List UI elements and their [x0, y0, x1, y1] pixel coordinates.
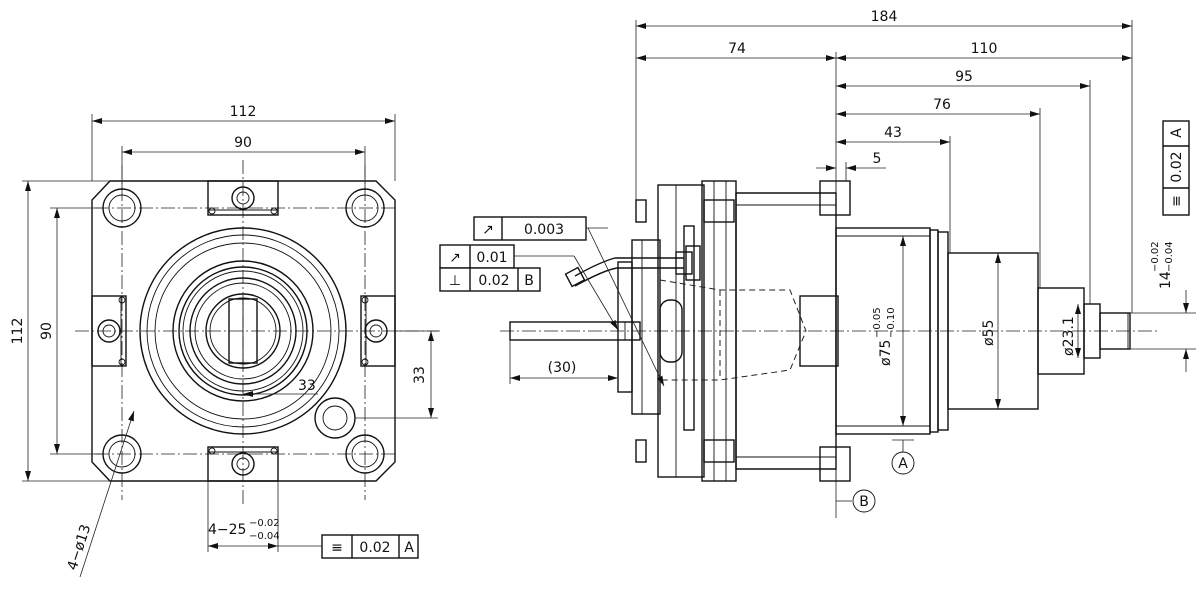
dim-dia-23: ø23.1: [1061, 304, 1081, 358]
dim-flange-to-ref: 74: [636, 41, 836, 61]
dim-ref-to-end-text: 110: [971, 41, 998, 57]
dim-key-tol-upper: −0.02: [1150, 241, 1161, 272]
dim-ref-to-end: 110: [836, 41, 1132, 61]
fcf-perpendicularity: ⊥ 0.02 B: [439, 267, 541, 292]
dim-slot-tol-upper: −0.02: [249, 518, 280, 529]
fcf-perp-symbol: ⊥: [449, 273, 461, 289]
dim-shank-length: (30): [509, 340, 618, 384]
dim-front-hole-spacing-y-text: 90: [39, 322, 55, 340]
fcf-front-symmetry-value: 0.02: [359, 540, 390, 556]
dim-front-small-offset-text: 33: [298, 378, 316, 394]
fcf-total-runout-symbol: ↗: [482, 222, 494, 238]
front-view: 112 90 112 90 33: [10, 104, 440, 578]
dim-slot-width-text: 4−25: [208, 522, 246, 538]
fcf-runout: ↗ 0.01: [439, 244, 515, 269]
fcf-key-value: 0.02: [1169, 151, 1185, 182]
dim-dia-75-tol-upper: −0.05: [872, 307, 883, 338]
clamp-slot-top: [207, 180, 279, 216]
dim-total-length-text: 184: [871, 9, 898, 25]
datum-a-label: A: [898, 456, 908, 472]
dim-key-tol-lower: −0.04: [1164, 241, 1175, 272]
dim-flange-to-ref-text: 74: [728, 41, 746, 57]
fcf-total-runout: ↗ 0.003: [473, 216, 587, 241]
dim-5: 5: [816, 151, 886, 171]
dim-total-length: 184: [636, 9, 1132, 29]
front-flange-outline: [91, 180, 396, 482]
dim-key-width: 14 −0.02 −0.04: [1130, 241, 1196, 372]
fcf-front-symmetry-symbol: ≡: [331, 540, 343, 556]
fcf-front-symmetry: ≡ 0.02 A: [321, 534, 419, 559]
fcf-runout-value: 0.01: [476, 250, 507, 266]
hidden-gear-lines: [659, 279, 807, 381]
mounting-flange: [701, 180, 737, 482]
dim-43: 43: [836, 125, 950, 145]
tool-shank: [509, 321, 641, 341]
side-view: ↗ 0.003 ↗ 0.01 ⊥ 0.02 B (30): [439, 9, 1196, 518]
fcf-runout-symbol: ↗: [449, 250, 461, 266]
dim-dia-55: ø55: [981, 253, 1001, 409]
dim-slot-tol-lower: −0.04: [249, 531, 280, 542]
dim-front-hole-spacing-x: 90: [121, 135, 366, 189]
dim-dia-75-text: ø75: [878, 340, 894, 366]
spindle-bore-rings: [139, 227, 347, 435]
corner-hole-bottom-right: [345, 434, 385, 474]
clamp-slot-left: [91, 295, 127, 367]
inner-gear-block: [799, 295, 839, 367]
dim-shank-length-text: (30): [548, 360, 577, 376]
housing-front: [657, 184, 705, 478]
dim-dia-75-tol-lower: −0.10: [886, 307, 897, 338]
dim-76: 76: [836, 97, 1040, 117]
dim-front-offset-vertical-text: 33: [412, 366, 428, 384]
dim-76-text: 76: [933, 97, 951, 113]
dim-slot-width: 4−25 −0.02 −0.04: [207, 481, 322, 552]
dim-key-width-text: 14: [1158, 271, 1174, 289]
dim-dia-75: ø75 −0.05 −0.10: [872, 236, 906, 426]
dim-dia-55-text: ø55: [981, 320, 997, 346]
dim-front-height-text: 112: [10, 318, 26, 345]
output-shaft: [1083, 303, 1131, 359]
coolant-pipe: [564, 245, 701, 288]
datum-b-label: B: [859, 494, 869, 510]
dim-front-width-text: 112: [230, 104, 257, 120]
dim-95: 95: [836, 69, 1090, 89]
fcf-total-runout-value: 0.003: [524, 222, 564, 238]
dim-front-width-112: 112: [91, 104, 396, 181]
fcf-perp-value: 0.02: [478, 273, 509, 289]
dim-front-small-offset: 33: [243, 378, 318, 397]
dim-95-text: 95: [955, 69, 973, 85]
dim-dia-23-text: ø23.1: [1061, 316, 1077, 356]
dim-front-height-112: 112: [10, 180, 110, 482]
fcf-key-symbol: ≡: [1169, 195, 1185, 207]
fcf-key-datum: A: [1169, 128, 1185, 138]
dim-5-text: 5: [873, 151, 882, 167]
callout-hole-leader: 4−ø13: [65, 410, 135, 578]
clamp-slot-bottom: [207, 446, 279, 482]
coolant-port: [314, 397, 356, 439]
fcf-key-symmetry: A 0.02 ≡: [1162, 120, 1190, 216]
dim-front-offset-vertical: 33: [355, 330, 438, 419]
datum-a-marker: A: [891, 439, 915, 475]
datum-b-marker: B: [835, 481, 876, 518]
dim-front-hole-spacing-x-text: 90: [234, 135, 252, 151]
fcf-perp-datum: B: [524, 273, 534, 289]
dim-front-hole-spacing-y: 90: [39, 207, 103, 455]
dim-43-text: 43: [884, 125, 902, 141]
fcf-front-symmetry-datum: A: [404, 540, 414, 556]
